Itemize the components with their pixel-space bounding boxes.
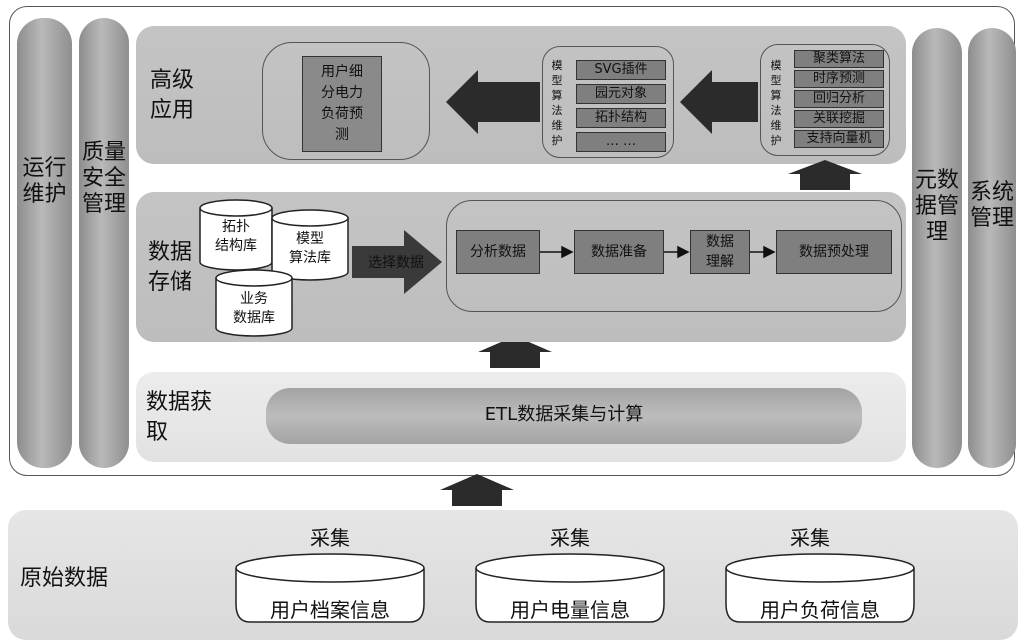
db-business-cylinder bbox=[215, 269, 293, 337]
collect-label: 采集 bbox=[310, 526, 350, 550]
result-group bbox=[262, 42, 430, 160]
system-bar bbox=[968, 28, 1016, 468]
db-model-label: 模型 算法库 bbox=[289, 231, 331, 266]
algorithm-item: 支持向量机 bbox=[794, 130, 884, 148]
storage-layer-title: 数据 存储 bbox=[148, 240, 193, 295]
source-cylinder bbox=[235, 553, 425, 623]
algorithm-item: 回归分析 bbox=[794, 90, 884, 108]
metadata-bar bbox=[912, 28, 962, 468]
system-bar-label: 系统 管理 bbox=[969, 180, 1014, 231]
arrow-to-result bbox=[446, 70, 540, 134]
advanced-layer-title: 高级 应用 bbox=[150, 68, 195, 123]
db-model-cylinder bbox=[271, 209, 349, 281]
load-forecast-box: 用户细 分电力 负荷预 测 bbox=[302, 56, 382, 152]
collect-label: 采集 bbox=[550, 526, 590, 550]
plugin-item: … … bbox=[576, 132, 666, 152]
db-topology-label: 拓扑 结构库 bbox=[215, 219, 257, 254]
arrow-up-storage-to-advanced bbox=[788, 160, 862, 190]
source-label: 用户负荷信息 bbox=[760, 598, 880, 622]
quality-bar-label: 质量 安全 管理 bbox=[81, 140, 126, 217]
plugin-item: 拓扑结构 bbox=[576, 108, 666, 128]
select-data-arrow bbox=[352, 230, 442, 294]
plugin-group-label: 模 型 算 法 维 护 bbox=[551, 59, 563, 147]
source-label: 用户档案信息 bbox=[270, 598, 390, 622]
plugin-group bbox=[542, 46, 674, 158]
plugin-item: SVG插件 bbox=[576, 60, 666, 80]
source-cylinder bbox=[475, 553, 665, 623]
step-analyze: 分析数据 bbox=[456, 230, 540, 274]
arrow-up-raw-to-system bbox=[440, 474, 514, 506]
collect-label: 采集 bbox=[790, 526, 830, 550]
step-preprocess: 数据预处理 bbox=[776, 230, 892, 274]
algorithm-group bbox=[760, 44, 890, 156]
source-label: 用户电量信息 bbox=[510, 598, 630, 622]
arrow-up-acquire-to-storage bbox=[478, 336, 552, 368]
algorithm-item: 关联挖掘 bbox=[794, 110, 884, 128]
metadata-bar-label: 元数 据管 理 bbox=[914, 168, 959, 245]
acquire-layer-title: 数据获 取 bbox=[146, 390, 213, 445]
plugin-item: 园元对象 bbox=[576, 84, 666, 104]
algorithm-group-label: 模 型 算 法 维 护 bbox=[770, 59, 782, 147]
etl-bar: ETL数据采集与计算 bbox=[266, 388, 862, 444]
arrow-to-plugins bbox=[680, 70, 758, 134]
step-prepare: 数据准备 bbox=[574, 230, 664, 274]
step-understand: 数据 理解 bbox=[690, 230, 750, 274]
select-data-label: 选择数据 bbox=[368, 255, 424, 271]
ops-bar bbox=[17, 18, 72, 468]
quality-bar bbox=[79, 18, 129, 468]
source-cylinder bbox=[725, 553, 915, 623]
process-group bbox=[446, 200, 902, 312]
algorithm-item: 聚类算法 bbox=[794, 50, 884, 68]
algorithm-item: 时序预测 bbox=[794, 70, 884, 88]
ops-bar-label: 运行 维护 bbox=[22, 156, 67, 207]
db-topology-cylinder bbox=[199, 199, 273, 271]
raw-layer-title: 原始数据 bbox=[20, 566, 109, 591]
db-business-label: 业务 数据库 bbox=[233, 291, 275, 326]
